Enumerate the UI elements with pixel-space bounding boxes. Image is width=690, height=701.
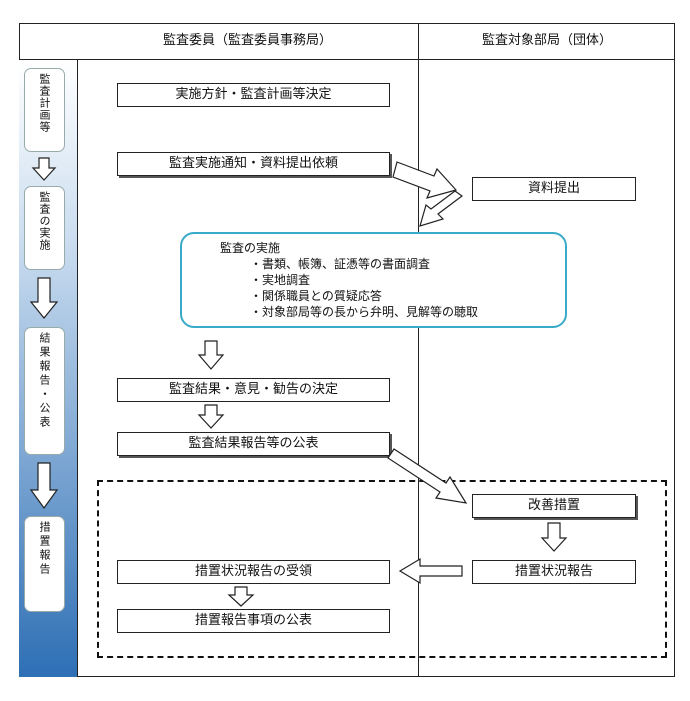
callout-title: 監査の実施 <box>220 241 281 255</box>
stage-action-label: 措置報告 <box>38 521 51 577</box>
box-plan: 実施方針・監査計画等決定 <box>117 83 390 107</box>
stage-action: 措置報告 <box>24 516 65 612</box>
sidebar-arrow-1 <box>31 157 57 181</box>
left-column-title: 監査委員（監査委員事務局） <box>162 33 332 48</box>
arrow-improve-to-report <box>540 522 568 552</box>
arrow-publish-to-improve <box>387 448 468 504</box>
box-decision: 監査結果・意見・勧告の決定 <box>117 378 390 402</box>
arrow-report-to-receive <box>398 557 463 585</box>
arrow-decision-to-publish <box>197 404 225 429</box>
sidebar-arrow-2 <box>29 277 59 319</box>
box-improve: 改善措置 <box>472 494 636 518</box>
stage-result-label: 結果報告・公表 <box>38 332 51 430</box>
arrow-notice-to-submit <box>392 161 458 199</box>
callout-item: ・書類、帳簿、証憑等の書面調査 <box>250 257 431 271</box>
box-report: 措置状況報告 <box>472 560 636 584</box>
stage-audit-label: 監査の実施 <box>38 191 51 251</box>
box-notice: 監査実施通知・資料提出依頼 <box>117 152 390 176</box>
callout-item: ・関係職員との質疑応答 <box>250 289 382 303</box>
callout-item: ・実地調査 <box>250 273 311 287</box>
stage-plan-label: 監査計画等 <box>38 73 51 133</box>
action-phase-region <box>97 480 667 658</box>
box-publish: 監査結果報告等の公表 <box>117 432 390 456</box>
sidebar-arrow-3 <box>29 462 59 510</box>
arrow-receive-to-publish-action <box>227 586 255 607</box>
box-publish-action: 措置報告事項の公表 <box>117 609 390 633</box>
stage-plan: 監査計画等 <box>24 68 65 152</box>
stage-result: 結果報告・公表 <box>24 327 65 455</box>
stage-audit: 監査の実施 <box>24 186 65 270</box>
arrow-callout-to-decision <box>197 340 225 370</box>
column-divider <box>418 23 419 677</box>
callout-item: ・対象部局等の長から弁明、見解等の聴取 <box>250 305 479 319</box>
header-divider <box>19 59 675 60</box>
box-submit: 資料提出 <box>472 177 636 201</box>
box-receive: 措置状況報告の受領 <box>117 560 390 584</box>
callout-audit-details: 監査の実施 ・書類、帳簿、証憑等の書面調査 ・実地調査 ・関係職員との質疑応答 … <box>180 232 567 328</box>
right-column-title: 監査対象部局（団体） <box>481 33 612 48</box>
arrow-submit-to-callout <box>419 190 464 227</box>
